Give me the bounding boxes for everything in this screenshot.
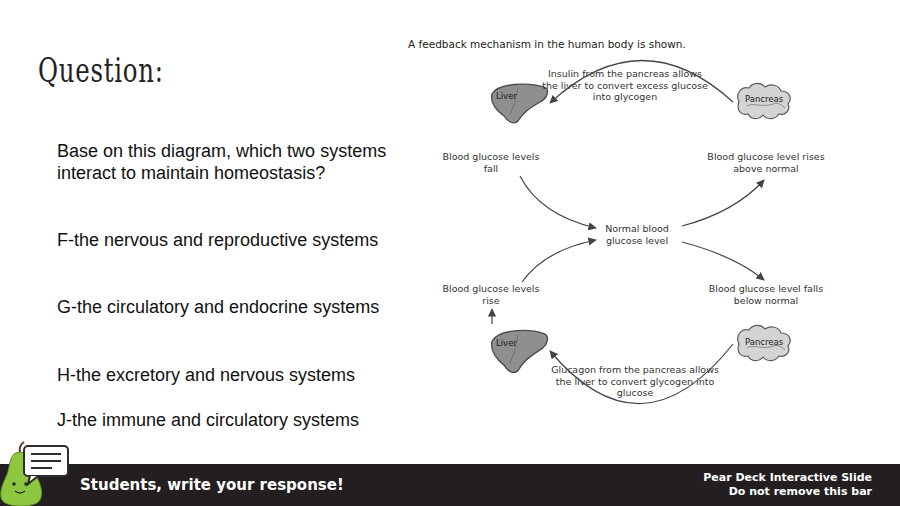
cycle-step: Blood glucose levels fall [441, 151, 541, 174]
organ-label: Pancreas [745, 337, 783, 347]
cycle-arrow [522, 240, 596, 282]
answer-option: F-the nervous and reproductive systems [57, 229, 387, 251]
cycle-arrow [520, 176, 596, 228]
cycle-arrow [682, 180, 764, 226]
liver-organ: Liver [488, 80, 550, 126]
edge-layer [550, 60, 733, 403]
organ-label: Liver [496, 338, 517, 348]
answer-option: J-the immune and circulatory systems [57, 409, 387, 431]
diagram-caption: A feedback mechanism in the human body i… [408, 38, 686, 50]
prompt-text: Students, write your response! [80, 476, 344, 494]
edge-label: Glucagon from the pancreas allows the li… [550, 364, 720, 399]
answer-option: G-the circulatory and endocrine systems [57, 296, 387, 318]
question-text: Base on this diagram, which two systems … [57, 140, 387, 184]
cycle-arrows [492, 176, 764, 324]
slide-title: Question: [38, 50, 164, 90]
pear-icon [1, 442, 68, 506]
liver-organ: Liver [488, 326, 550, 376]
hormone-arrow [550, 344, 733, 404]
organ-outline [488, 80, 550, 126]
organ-outline [488, 326, 550, 376]
cycle-center: Normal blood glucose level [592, 223, 682, 246]
cycle-arrow [682, 242, 764, 280]
answer-option: H-the excretory and nervous systems [57, 364, 387, 386]
footer-note: Do not remove this bar [672, 485, 872, 498]
organ-label: Liver [496, 91, 517, 101]
cycle-step: Blood glucose levels rise [441, 283, 541, 306]
cycle-arrow [491, 309, 492, 324]
pancreas-organ: Pancreas [733, 80, 793, 124]
cycle-step: Blood glucose level rises above normal [706, 151, 826, 174]
edge-label: Insulin from the pancreas allows the liv… [540, 68, 710, 103]
organ-label: Pancreas [745, 94, 783, 104]
footer-note: Pear Deck Interactive Slide [672, 471, 872, 484]
cycle-step: Blood glucose level falls below normal [706, 283, 826, 306]
pancreas-organ: Pancreas [733, 322, 793, 366]
